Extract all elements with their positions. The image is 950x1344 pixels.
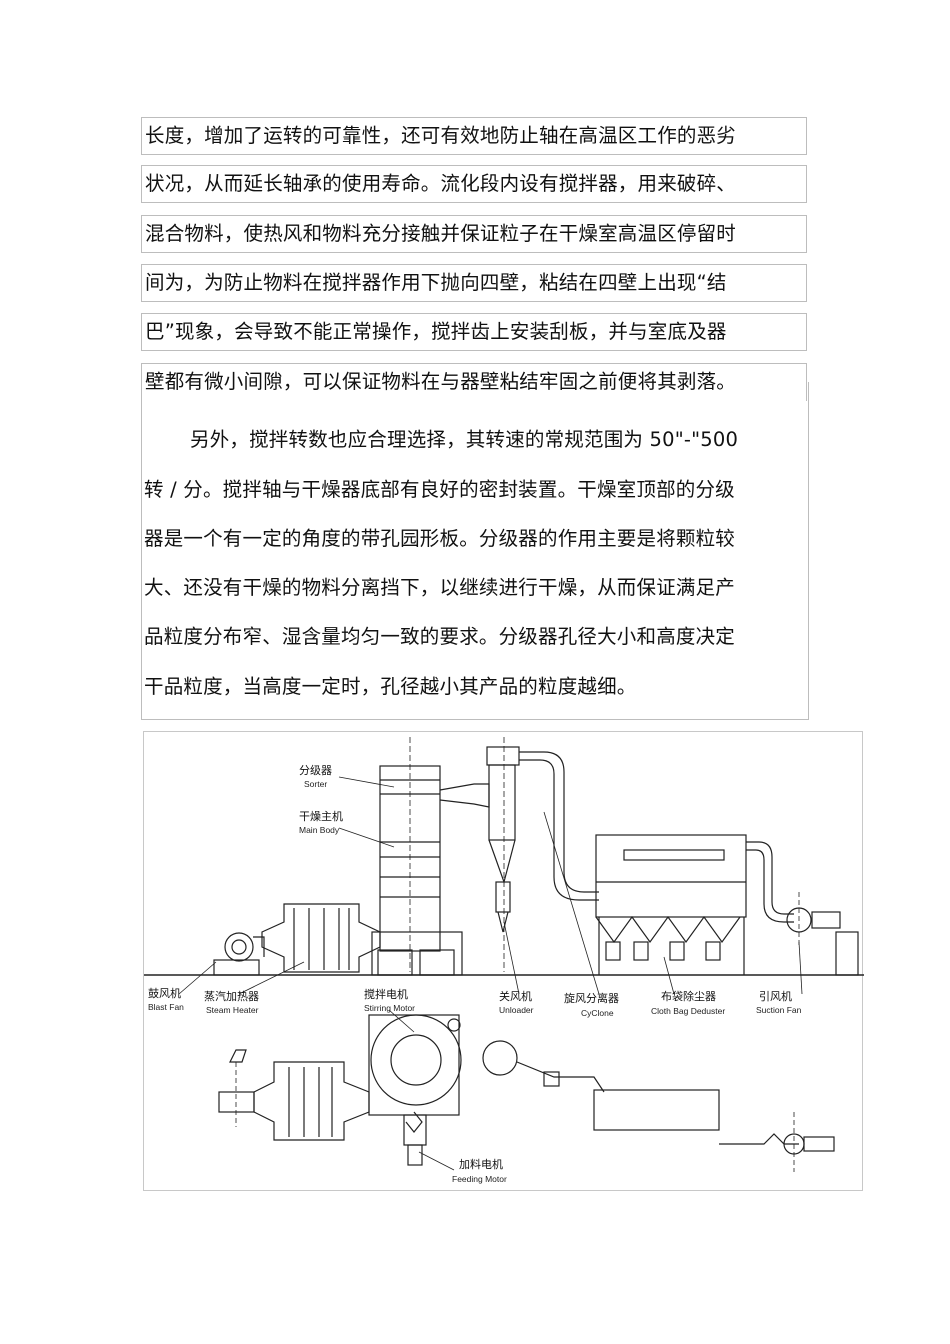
label-suction-cn: 引风机: [759, 989, 792, 1003]
text-line-3: 混合物料，使热风和物料充分接触并保证粒子在干燥室高温区停留时: [141, 215, 807, 253]
text-line-4: 间为，为防止物料在搅拌器作用下抛向四壁，粘结在四壁上出现“结: [141, 264, 807, 302]
paragraph-box: [141, 382, 809, 720]
plan-view: [218, 1014, 835, 1172]
label-steamheater-en: Steam Heater: [206, 1005, 259, 1015]
label-unloader-en: Unloader: [499, 1005, 534, 1015]
paragraph-line-2: 转 / 分。搅拌轴与干燥器底部有良好的密封装置。干燥室顶部的分级: [144, 478, 735, 501]
label-mainbody-cn: 干燥主机: [299, 809, 343, 823]
label-suction-en: Suction Fan: [756, 1005, 802, 1015]
text-line-5: 巴”现象，会导致不能正常操作，搅拌齿上安装刮板，并与室底及器: [141, 313, 807, 351]
label-unloader-cn: 关风机: [499, 989, 532, 1003]
label-feeding-cn: 加料电机: [459, 1157, 503, 1171]
paragraph-line-3: 器是一个有一定的角度的带孔园形板。分级器的作用主要是将颗粒较: [144, 527, 736, 550]
dryer-system-diagram: 分级器 Sorter 干燥主机 Main Body 鼓风机 Blast Fan …: [143, 731, 864, 1191]
label-clothbag-cn: 布袋除尘器: [661, 989, 716, 1003]
leader-lines: [178, 776, 803, 1171]
label-cyclone-en: CyClone: [581, 1008, 614, 1018]
label-clothbag-en: Cloth Bag Deduster: [651, 1006, 725, 1016]
label-steamheater-cn: 蒸汽加热器: [204, 989, 259, 1003]
cloth-bag-deduster: [595, 834, 794, 975]
blast-fan: [213, 932, 265, 976]
label-feeding-en: Feeding Motor: [452, 1174, 507, 1184]
text-line-2: 状况，从而延长轴承的使用寿命。流化段内设有搅拌器，用来破碎、: [141, 165, 807, 203]
main-body-tower: [371, 737, 490, 976]
label-stirring-cn: 搅拌电机: [364, 987, 408, 1001]
steam-heater: [261, 903, 381, 973]
label-sorter-en: Sorter: [304, 779, 327, 789]
diagram-svg: 分级器 Sorter 干燥主机 Main Body 鼓风机 Blast Fan …: [144, 737, 864, 1184]
text-line-1: 长度，增加了运转的可靠性，还可有效地防止轴在高温区工作的恶劣: [141, 117, 807, 155]
label-sorter-cn: 分级器: [299, 764, 332, 777]
paragraph-line-1: 另外，搅拌转数也应合理选择，其转速的常规范围为 50"-"500: [190, 428, 739, 451]
label-cyclone-cn: 旋风分离器: [564, 991, 619, 1005]
label-blastfan-cn: 鼓风机: [148, 986, 181, 1000]
cyclone-separator: [486, 737, 599, 972]
label-blastfan-en: Blast Fan: [148, 1002, 184, 1012]
label-stirring-en: Stirring Motor: [364, 1003, 415, 1013]
paragraph-line-6: 干品粒度，当高度一定时，孔径越小其产品的粒度越细。: [144, 675, 637, 698]
paragraph-line-5: 品粒度分布窄、湿含量均匀一致的要求。分级器孔径大小和高度决定: [144, 625, 736, 648]
paragraph-line-4: 大、还没有干燥的物料分离挡下，以继续进行干燥，从而保证满足产: [144, 576, 736, 599]
label-mainbody-en: Main Body: [299, 825, 340, 835]
suction-fan: [786, 892, 859, 976]
